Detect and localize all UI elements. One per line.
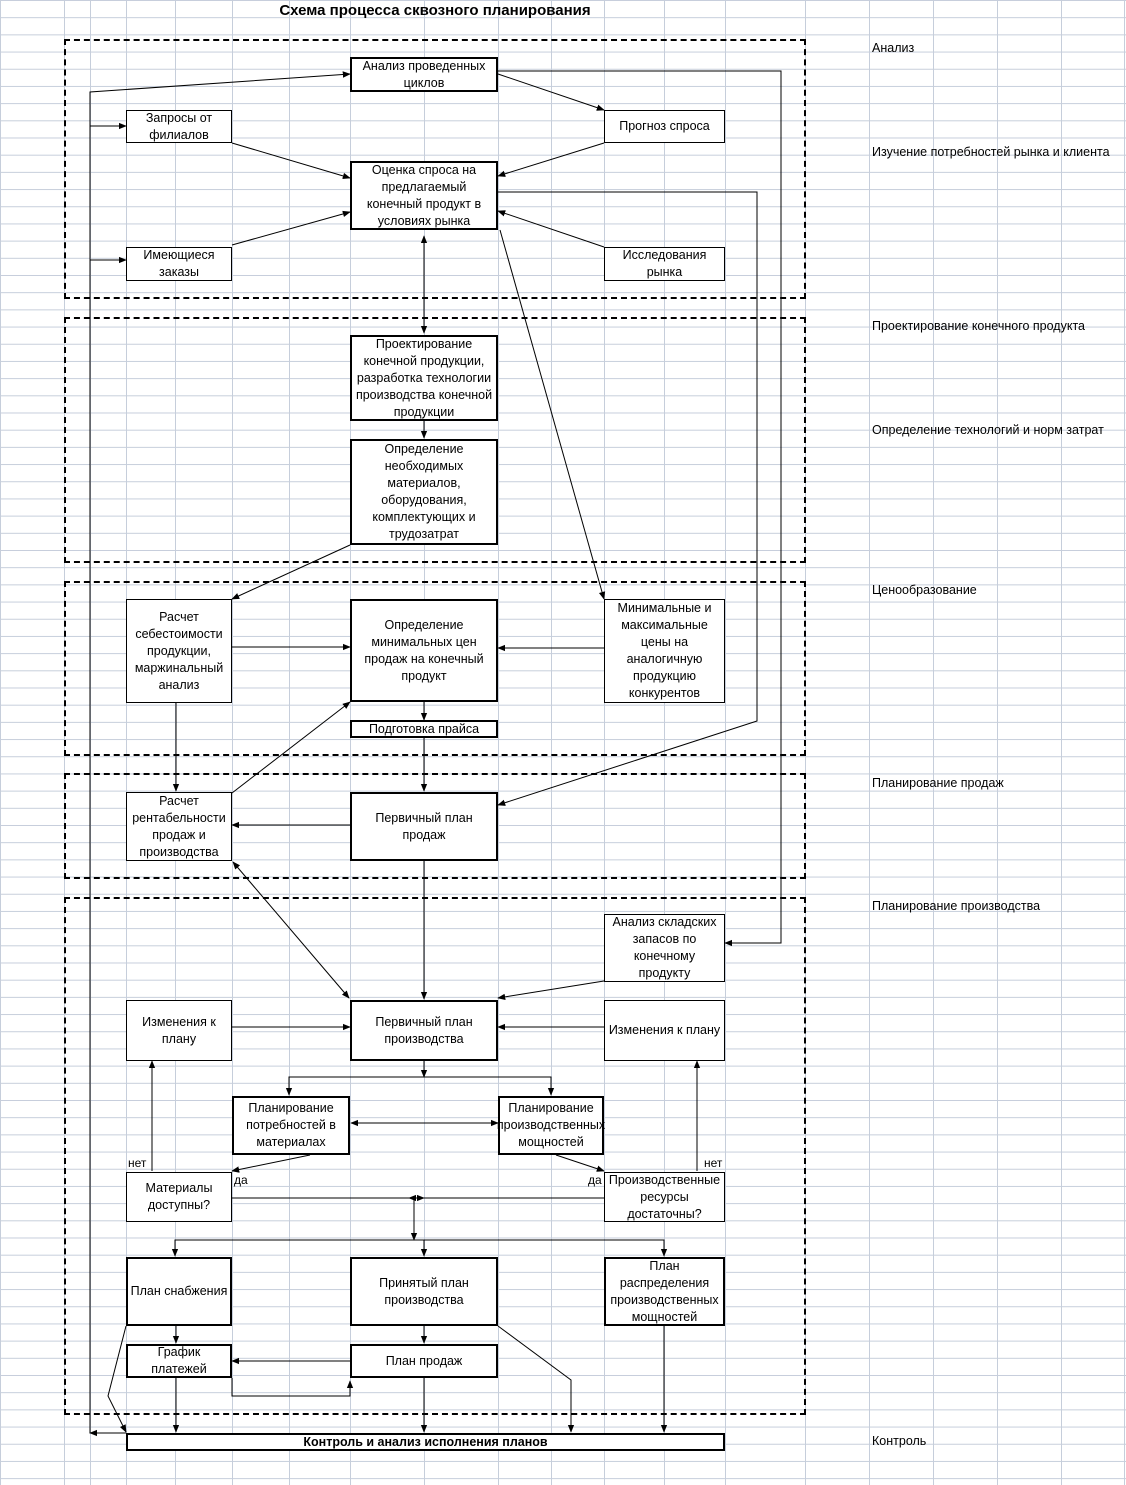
- box-materials-planning: Планирование потребностей в материалах: [232, 1096, 350, 1155]
- grid-line: [664, 0, 665, 1485]
- grid-line: [604, 0, 605, 1485]
- box-primary-sales-plan: Первичный план продаж: [350, 792, 498, 861]
- box-accepted-plan: Принятый план производства: [350, 1257, 498, 1326]
- connector: [497, 191, 758, 806]
- connector: [497, 1325, 575, 1433]
- connector: [555, 1154, 605, 1172]
- box-control-analysis: Контроль и анализ исполнения планов: [126, 1433, 725, 1451]
- box-market-research: Исследования рынка: [604, 247, 725, 281]
- box-competitor-prices: Минимальные и максимальные цены на анало…: [604, 599, 725, 703]
- connector: [231, 701, 351, 794]
- section-sales-planning: [64, 773, 806, 879]
- box-primary-production-plan: Первичный план производства: [350, 1000, 498, 1061]
- connector: [231, 544, 351, 600]
- box-payment-schedule: График платежей: [126, 1344, 232, 1378]
- box-capacity-planning: Планирование производственных мощностей: [497, 1096, 605, 1155]
- grid-line: [1124, 0, 1125, 1485]
- grid-line: [232, 0, 233, 1485]
- grid-line: [126, 0, 127, 1485]
- label-yes-left: да: [234, 1173, 248, 1187]
- grid-line: [997, 0, 998, 1485]
- section-design: [64, 317, 806, 563]
- diagram-title: Схема процесса сквозного планирования: [279, 2, 591, 19]
- section-production-planning: [64, 897, 806, 1415]
- connector: [497, 142, 605, 177]
- box-min-price: Определение минимальных цен продаж на ко…: [350, 599, 498, 702]
- box-product-design: Проектирование конечной продукции, разра…: [350, 335, 498, 421]
- box-supply-plan: План снабжения: [126, 1257, 232, 1326]
- grid-line: [1061, 0, 1062, 1485]
- connector: [497, 980, 605, 1001]
- box-price-list: Подготовка прайса: [350, 720, 498, 738]
- stage-label-market: Изучение потребностей рынка и клиента: [872, 145, 1110, 159]
- stage-label-sales-planning: Планирование продаж: [872, 776, 1004, 790]
- box-sales-plan: План продаж: [350, 1344, 498, 1378]
- box-branch-requests: Запросы от филиалов: [126, 110, 232, 143]
- stage-label-design: Проектирование конечного продукта: [872, 319, 1085, 333]
- grid-line: [869, 0, 870, 1485]
- box-existing-orders: Имеющиеся заказы: [126, 247, 232, 281]
- grid-line: [289, 0, 290, 1485]
- box-capacity-distribution: План распределения производственных мощн…: [604, 1257, 725, 1326]
- box-resources-sufficient: Производственные ресурсы достаточны?: [604, 1172, 725, 1222]
- box-demand-evaluation: Оценка спроса на предлагаемый конечный п…: [350, 161, 498, 230]
- box-changes-left: Изменения к плану: [126, 1000, 232, 1061]
- box-materials-definition: Определение необходимых материалов, обор…: [350, 439, 498, 545]
- connector: [424, 1076, 555, 1096]
- stage-label-tech: Определение технологий и норм затрат: [872, 423, 1104, 437]
- label-no-right: нет: [704, 1156, 723, 1170]
- box-materials-available: Материалы доступны?: [126, 1172, 232, 1222]
- box-profitability: Расчет рентабельности продаж и производс…: [126, 792, 232, 861]
- connector: [107, 1325, 127, 1433]
- stage-label-control: Контроль: [872, 1434, 927, 1448]
- stage-label-pricing: Ценообразование: [872, 583, 977, 597]
- stage-label-production-planning: Планирование производства: [872, 899, 1041, 913]
- connector: [499, 229, 606, 600]
- connector: [497, 210, 605, 248]
- box-cost-calculation: Расчет себестоимости продукции, маржинал…: [126, 599, 232, 703]
- connector: [231, 142, 351, 180]
- connector: [285, 1076, 424, 1096]
- connector: [497, 73, 605, 111]
- grid-line: [725, 0, 726, 1485]
- grid-line: [350, 0, 351, 1485]
- grid-line: [933, 0, 934, 1485]
- stage-label-analysis: Анализ: [872, 41, 915, 55]
- connector: [498, 70, 782, 947]
- box-changes-right: Изменения к плану: [604, 1000, 725, 1061]
- box-demand-forecast: Прогноз спроса: [604, 110, 725, 143]
- section-pricing: [64, 581, 806, 756]
- connector: [414, 1239, 668, 1257]
- connector: [231, 1154, 311, 1173]
- grid-line: [498, 0, 499, 1485]
- label-no-left: нет: [128, 1156, 147, 1170]
- grid-line: [551, 0, 552, 1485]
- connector: [231, 210, 351, 246]
- label-yes-right: да: [588, 1173, 602, 1187]
- connector: [171, 1239, 414, 1257]
- connector: [231, 1378, 354, 1397]
- box-stock-analysis: Анализ складских запасов по конечному пр…: [604, 914, 725, 982]
- connector: [232, 861, 350, 999]
- section-analysis: [64, 39, 806, 299]
- box-analysis-cycles: Анализ проведенных циклов: [350, 57, 498, 92]
